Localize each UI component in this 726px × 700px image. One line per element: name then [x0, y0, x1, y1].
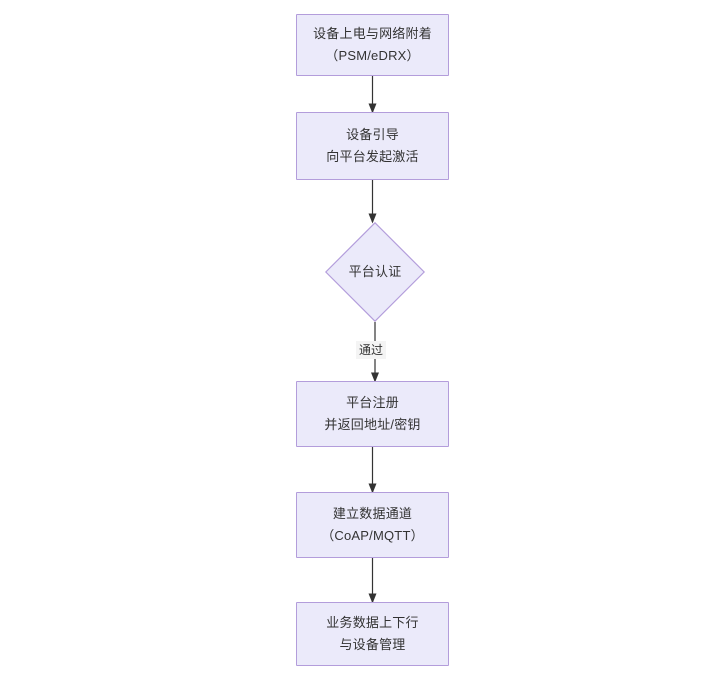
node-label-data-channel: 建立数据通道 （CoAP/MQTT） — [321, 506, 424, 543]
edge-label-pass: 通过 — [356, 341, 387, 359]
node-label-device-bootstrap: 设备引导 向平台发起激活 — [326, 127, 419, 164]
node-device-power-on[interactable]: 设备上电与网络附着 （PSM/eDRX） — [296, 14, 449, 76]
edge-label-pass-text: 通过 — [359, 343, 384, 357]
node-data-channel[interactable]: 建立数据通道 （CoAP/MQTT） — [296, 492, 449, 558]
node-label-business-data: 业务数据上下行 与设备管理 — [326, 615, 419, 652]
node-label-device-power-on: 设备上电与网络附着 （PSM/eDRX） — [313, 26, 432, 63]
diamond-shape — [325, 222, 425, 322]
node-platform-register[interactable]: 平台注册 并返回地址/密钥 — [296, 381, 449, 447]
node-business-data[interactable]: 业务数据上下行 与设备管理 — [296, 602, 449, 666]
node-label-platform-register: 平台注册 并返回地址/密钥 — [324, 395, 421, 432]
node-label-platform-auth: 平台认证 — [348, 264, 402, 279]
node-device-bootstrap[interactable]: 设备引导 向平台发起激活 — [296, 112, 449, 180]
node-platform-auth[interactable]: 平台认证 — [325, 222, 425, 322]
